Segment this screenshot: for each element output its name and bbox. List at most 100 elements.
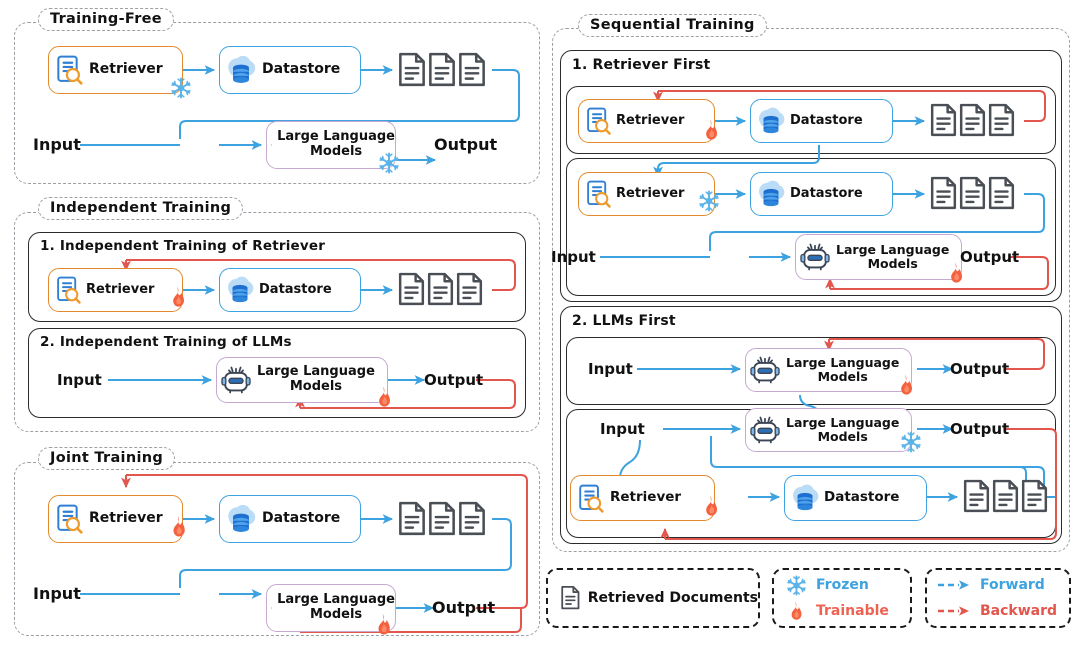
llm-label-line1: Large Language [836,242,950,257]
llm-node[interactable]: Large Language Models [216,357,388,403]
subpanel-title-sequential-2: 2. LLMs First [572,313,676,329]
fire-icon [379,386,390,407]
subpanel-title-sequential-1: 1. Retriever First [572,57,711,73]
document-icon [429,52,455,87]
datastore-node[interactable]: Datastore [219,495,361,543]
legend-documents: Retrieved Documents [546,568,760,628]
output-label: Output [432,598,496,617]
robot-icon [221,366,251,394]
document-search-icon [578,483,604,513]
cloud-database-icon [228,276,254,303]
datastore-node[interactable]: Datastore [219,46,361,94]
trainable-badge [373,385,395,413]
datastore-node[interactable]: Datastore [784,475,927,521]
datastore-label: Datastore [824,489,900,506]
trainable-badge [700,494,722,522]
group-title-independent-training: Independent Training [38,197,244,220]
group-title-joint-training: Joint Training [38,447,176,470]
datastore-node[interactable]: Datastore [750,172,893,216]
retriever-label: Retriever [89,510,163,527]
llm-label-line1: Large Language [786,415,900,430]
llm-label-line1: Large Language [277,129,395,145]
legend-backward-label: Backward [980,603,1058,619]
retriever-label: Retriever [86,281,155,297]
fire-icon [173,286,184,307]
legend-states: Frozen Trainable [772,568,912,628]
backward-arrow-icon [938,606,969,616]
group-title-sequential-training: Sequential Training [578,14,767,37]
input-label: Input [57,371,102,389]
document-icon [930,103,957,137]
group-title-training-free: Training-Free [38,8,174,31]
document-icon [399,52,425,87]
legend-forward-label: Forward [980,577,1045,593]
fire-icon [378,613,390,635]
retriever-node[interactable]: Retriever [48,495,183,543]
llm-label-line2: Models [289,379,343,394]
trainable-badge [167,514,190,543]
input-label: Input [588,360,633,378]
llm-label-line2: Models [309,607,363,622]
document-icon [459,501,485,536]
robot-icon [271,607,273,609]
subpanel-title-independent-1: 1. Independent Training of Retriever [40,238,326,254]
document-icon [992,479,1019,513]
datastore-node[interactable]: Datastore [750,99,893,143]
document-icon [456,272,483,306]
document-icon [429,501,455,536]
retrieved-documents [397,272,484,307]
llm-label-line1: Large Language [786,355,900,370]
cloud-database-icon [228,504,256,532]
output-label: Output [950,360,1010,378]
fire-icon [706,495,717,516]
legend-arrows: Forward Backward [925,568,1071,628]
retriever-node[interactable]: Retriever [578,172,715,216]
retriever-label: Retriever [610,489,682,506]
document-icon [988,176,1015,210]
frozen-badge [900,431,922,457]
cloud-database-icon [228,55,256,83]
llm-node[interactable]: Large Language Models [745,408,912,452]
retrieved-documents [929,103,1016,138]
llm-node[interactable]: Large Language Models [745,348,912,392]
output-label: Output [960,248,1020,266]
fire-icon [951,262,962,283]
trainable-badge [167,285,189,313]
cloud-database-icon [793,484,819,511]
retriever-node[interactable]: Retriever [570,475,715,521]
document-search-icon [586,107,611,135]
trainable-badge [895,373,917,401]
llm-node[interactable]: Large Language Models [795,234,962,280]
datastore-label: Datastore [262,61,341,78]
snowflake-icon [699,190,719,212]
input-label: Input [33,584,81,603]
subpanel-title-independent-2: 2. Independent Training of LLMs [40,334,292,350]
retriever-label: Retriever [89,61,163,78]
datastore-label: Datastore [790,112,863,128]
input-label: Input [551,248,596,266]
retrieved-documents [929,176,1016,211]
snowflake-icon [787,575,806,595]
snowflake-icon [171,77,191,99]
retriever-node[interactable]: Retriever [48,268,183,312]
input-label: Input [33,135,81,154]
retriever-node[interactable]: Retriever [48,46,183,94]
datastore-node[interactable]: Datastore [219,268,361,312]
trainable-badge [700,118,722,146]
llm-label-line2: Models [817,369,868,384]
robot-icon [800,243,830,271]
robot-icon [271,144,273,146]
document-icon [988,103,1015,137]
datastore-label: Datastore [790,185,863,201]
llm-label-line1: Large Language [257,364,375,380]
llm-label-line2: Models [309,144,363,159]
fire-icon [706,119,717,140]
llm-node[interactable]: Large Language Models [266,121,396,169]
retrieved-documents [397,501,487,537]
document-icon [930,176,957,210]
document-icon [399,501,425,536]
snowflake-icon [379,152,399,174]
datastore-label: Datastore [259,281,332,297]
retriever-node[interactable]: Retriever [578,99,715,143]
legend-frozen-label: Frozen [816,577,869,593]
